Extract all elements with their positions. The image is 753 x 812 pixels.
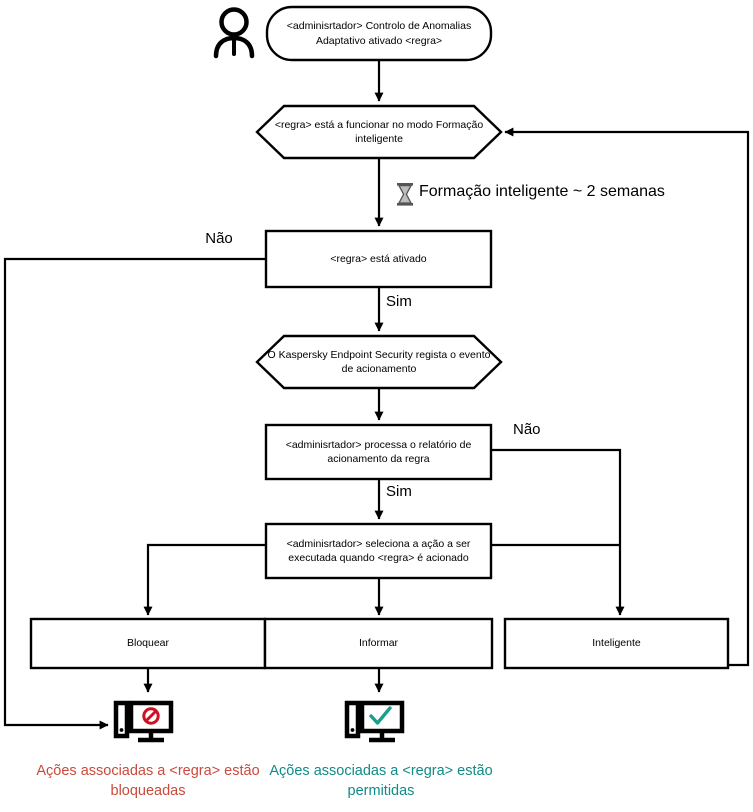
person-icon (213, 7, 255, 59)
monitor-blocked-icon (113, 700, 174, 743)
node-admin-action-shape (264, 522, 493, 580)
node-kes-logs-shape (255, 334, 503, 390)
node-admin-report-shape (264, 423, 493, 481)
monitor-allowed-icon (344, 700, 405, 743)
training-duration-label: Formação inteligente ~ 2 semanas (419, 183, 665, 200)
node-smart-shape (503, 617, 730, 670)
outcome-blocked-line1: Ações associadas a <regra> estão (36, 763, 260, 779)
node-smart-training-shape (255, 104, 503, 160)
edge-label-rule-enabled-no: Não (205, 230, 233, 247)
outcome-allowed-line2: permitidas (347, 782, 415, 799)
node-start-shape (265, 5, 493, 62)
edge-label-rule-enabled-yes: Sim (386, 293, 412, 310)
node-rule-enabled-shape (264, 229, 493, 289)
node-inform-shape (263, 617, 494, 670)
node-block-shape (29, 617, 267, 670)
edge-label-report-no: Não (513, 421, 541, 438)
outcome-allowed-caption: Ações associadas a <regra> estão permiti… (233, 762, 529, 801)
edge-label-report-yes: Sim (386, 483, 412, 500)
outcome-blocked-line2: bloqueadas (110, 782, 186, 799)
outcome-blocked-caption: Ações associadas a <regra> estão bloquea… (0, 762, 296, 801)
outcome-allowed-line1: Ações associadas a <regra> estão (269, 763, 493, 779)
hourglass-icon (397, 183, 413, 206)
